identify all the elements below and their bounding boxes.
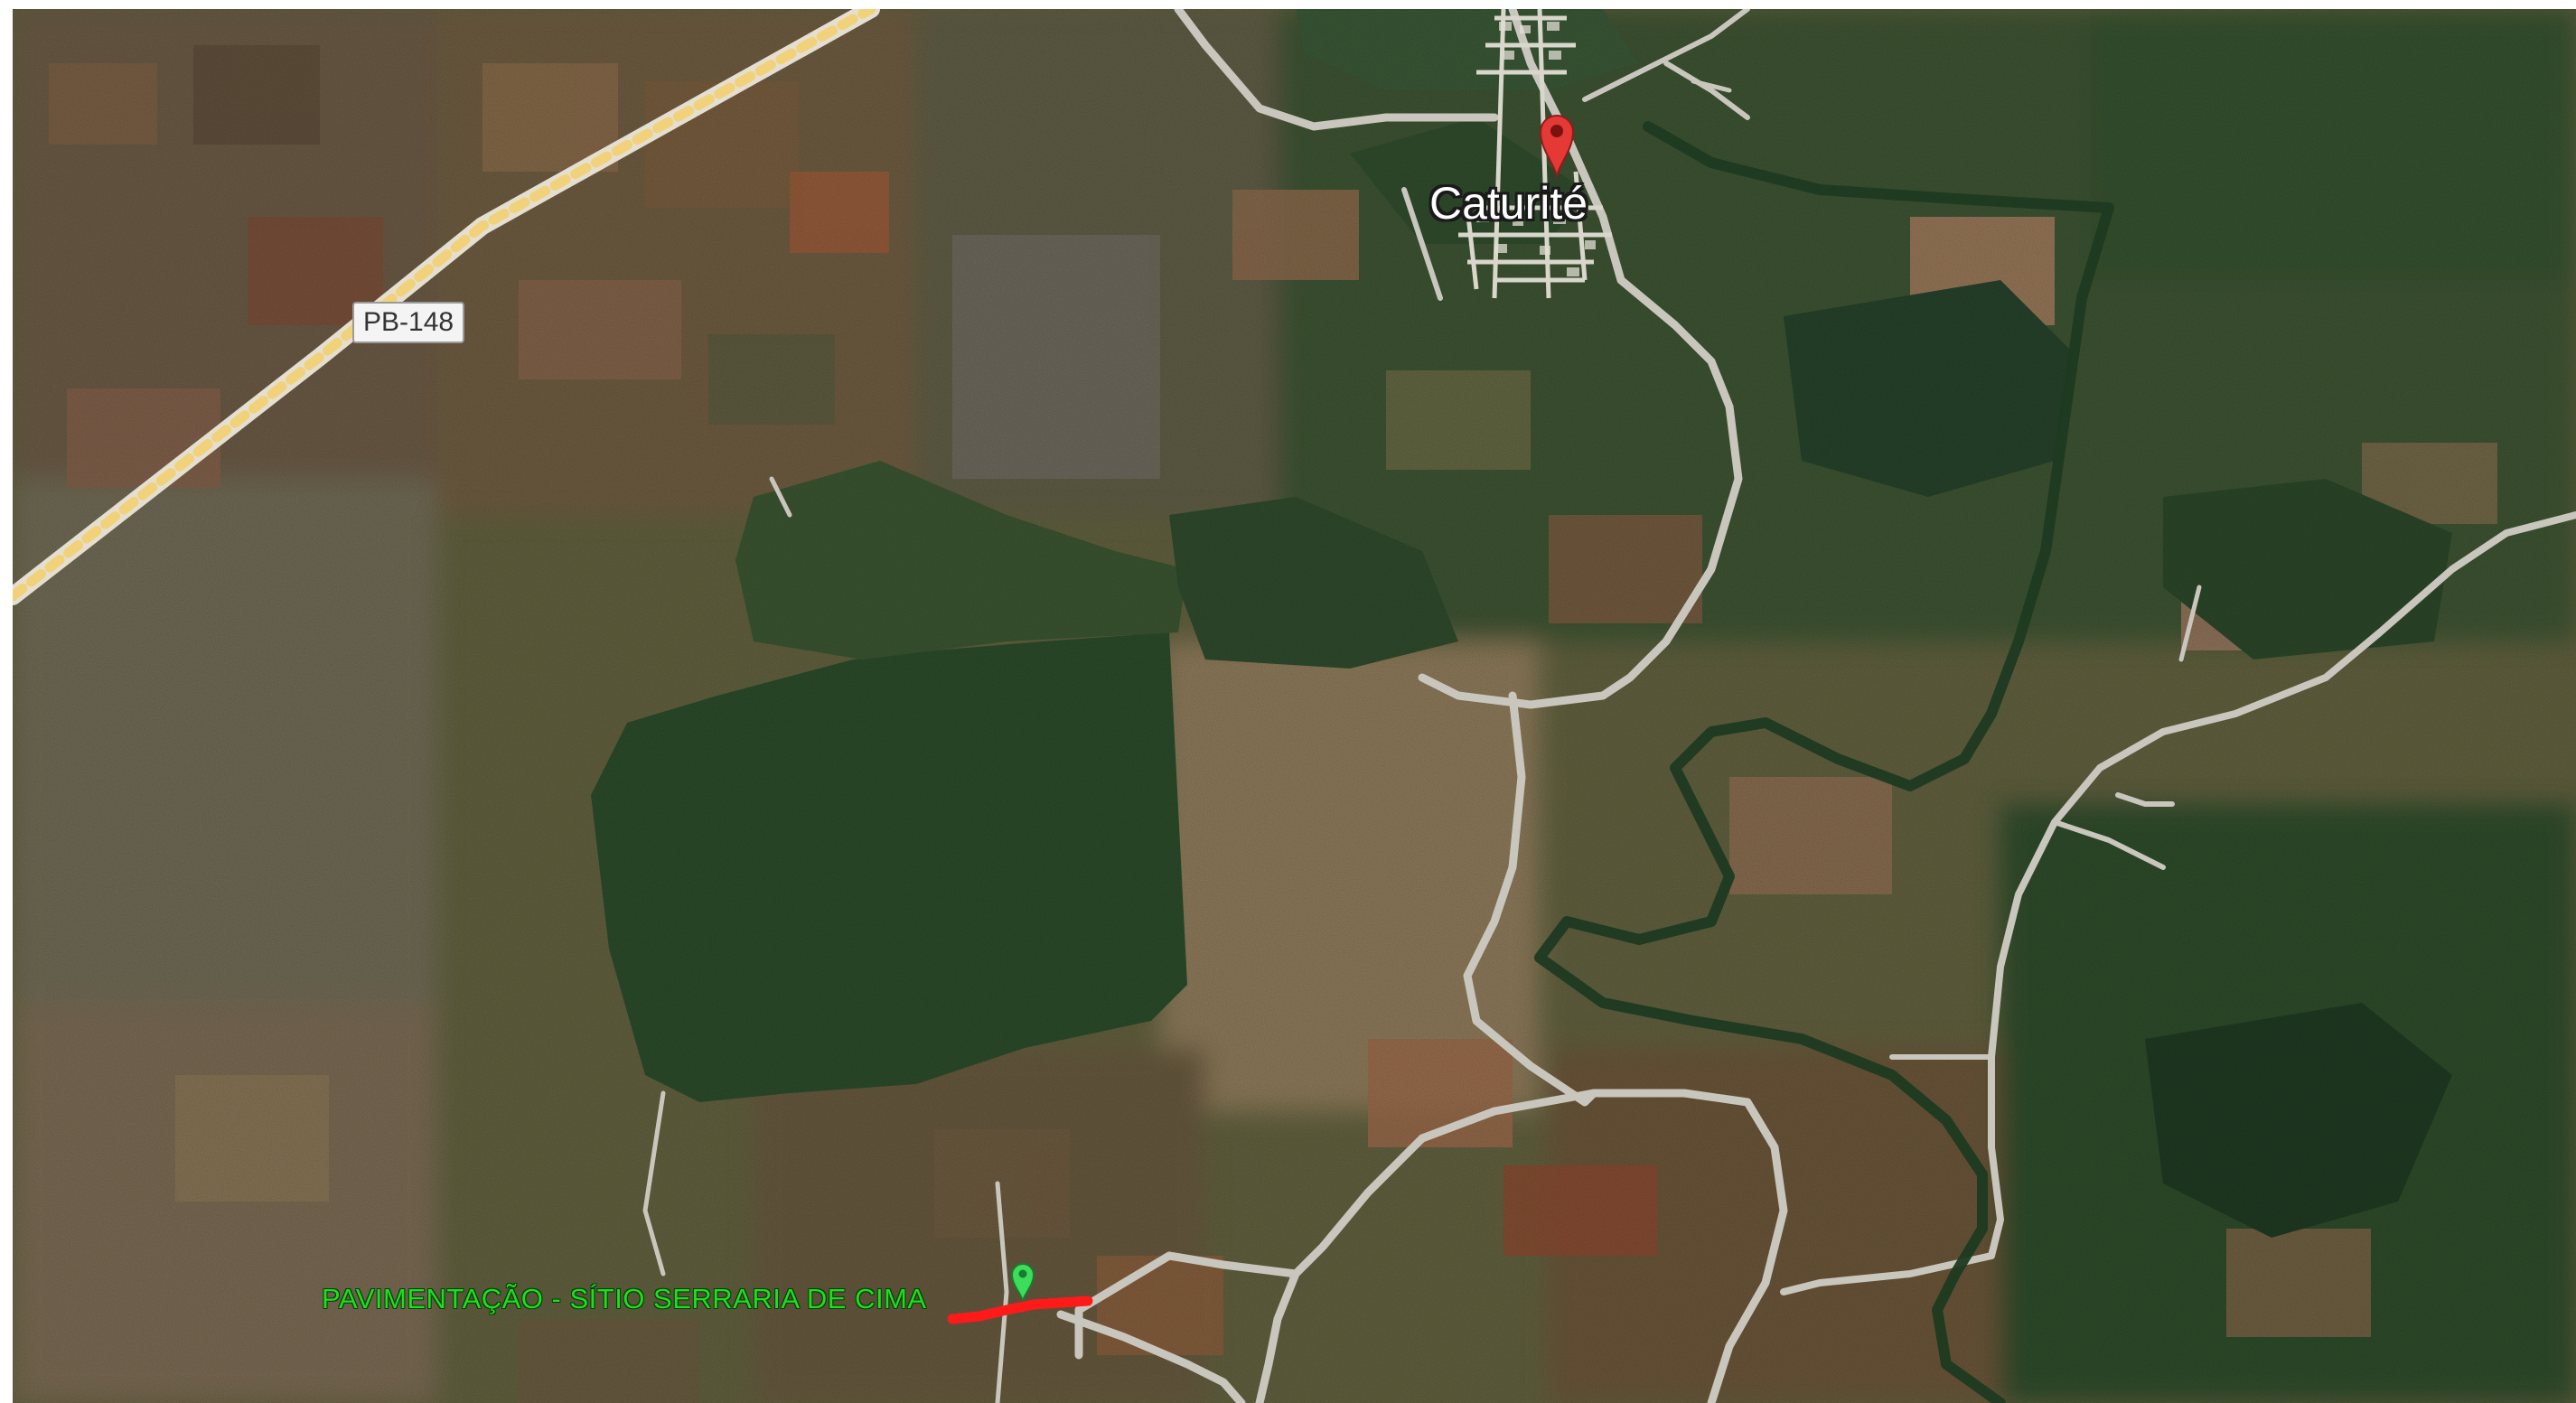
dirt-roads [642, 9, 2576, 1403]
satellite-imagery [13, 9, 2576, 1403]
town-location-pin-icon[interactable] [1537, 110, 1577, 179]
route-shield-pb-148[interactable]: PB-148 [352, 302, 465, 343]
pb-148-highway [13, 9, 880, 605]
project-route-line [947, 1295, 1093, 1324]
terrain-texture [13, 9, 2576, 1403]
town-label[interactable]: Caturité [1429, 178, 1588, 229]
satellite-map[interactable]: Caturité PB-148 PAVIMENTAÇÃO - SÍTIO SER… [13, 9, 2576, 1403]
project-label[interactable]: PAVIMENTAÇÃO - SÍTIO SERRARIA DE CIMA [322, 1283, 927, 1314]
project-location-pin-icon[interactable] [1010, 1261, 1035, 1303]
town-blocks [1458, 9, 1612, 299]
town-buildings [1476, 22, 1596, 276]
river [1534, 121, 2114, 1403]
